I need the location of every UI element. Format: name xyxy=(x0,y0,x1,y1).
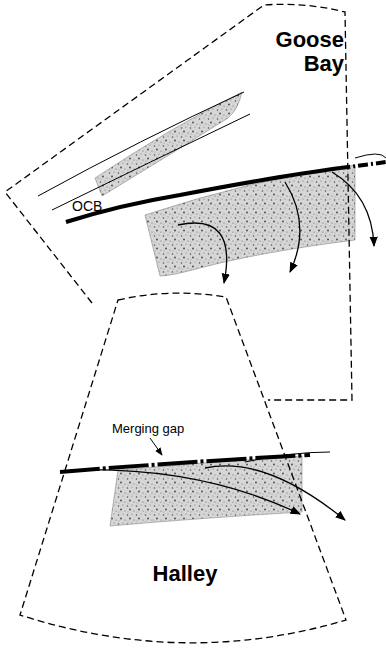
fov-boundary xyxy=(5,4,352,400)
flow-arrow xyxy=(205,466,345,520)
fov-boundary xyxy=(20,293,346,643)
radar-field-of-view: Goose Bay xyxy=(0,0,360,406)
flow-line xyxy=(52,114,250,210)
boundary-label: OCB xyxy=(72,198,102,214)
flow-line xyxy=(38,92,244,196)
echo-region xyxy=(95,92,242,196)
radar-field-of-view: Halley xyxy=(14,286,352,656)
flow-arrow xyxy=(285,182,300,272)
flow-line xyxy=(245,452,330,462)
leader-arrow xyxy=(150,438,162,455)
flow-arrow xyxy=(70,470,300,514)
station-name: Halley xyxy=(130,562,240,586)
flow-arrow xyxy=(332,172,374,246)
ocb-line xyxy=(340,162,386,168)
annotation-label: Merging gap xyxy=(112,421,184,436)
flow-line xyxy=(355,154,386,158)
flow-arrow xyxy=(178,223,227,283)
station-name: Goose Bay xyxy=(262,28,344,76)
dashed-outline xyxy=(14,286,352,656)
ocb-line xyxy=(66,168,340,222)
